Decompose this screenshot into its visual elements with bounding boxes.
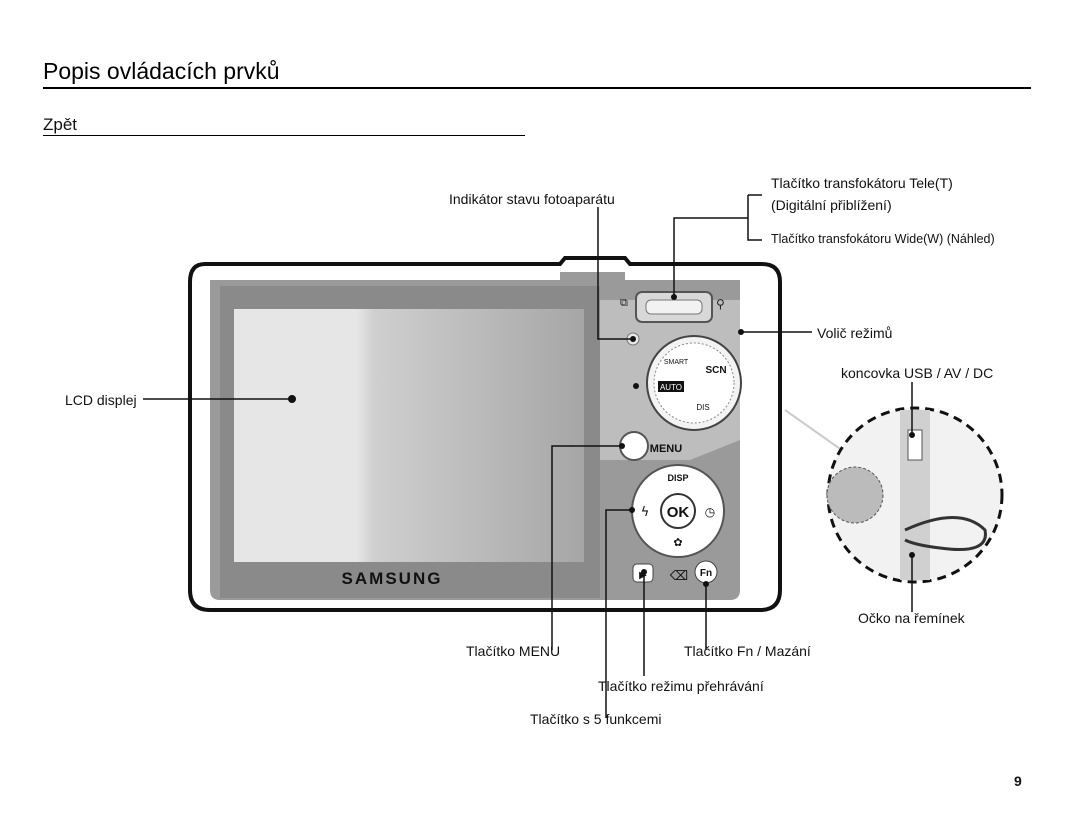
svg-text:OK: OK — [667, 504, 690, 521]
brand-logo: SAMSUNG — [342, 569, 443, 588]
label-five-function: Tlačítko s 5 funkcemi — [530, 711, 662, 727]
page-title: Popis ovládacích prvků — [43, 58, 280, 84]
label-zoom-tele: Tlačítko transfokátoru Tele(T) — [771, 175, 953, 191]
svg-text:▶: ▶ — [639, 570, 647, 581]
section-rule — [43, 135, 525, 136]
label-lcd: LCD displej — [65, 392, 137, 408]
svg-text:SCN: SCN — [705, 365, 726, 376]
page-number: 9 — [1014, 773, 1022, 789]
svg-text:Fn: Fn — [700, 568, 712, 579]
svg-text:DISP: DISP — [667, 473, 688, 483]
section-title: Zpět — [43, 115, 78, 134]
svg-text:⌫: ⌫ — [669, 569, 688, 584]
svg-text:ϟ: ϟ — [641, 505, 650, 520]
lcd-screen — [234, 309, 584, 562]
label-menu-button: Tlačítko MENU — [466, 643, 561, 659]
label-usb: koncovka USB / AV / DC — [841, 365, 994, 381]
label-indicator: Indikátor stavu fotoaparátu — [449, 191, 615, 207]
svg-text:⧉: ⧉ — [620, 296, 628, 309]
label-fn-button: Tlačítko Fn / Mazání — [684, 643, 811, 659]
title-rule — [43, 87, 1031, 89]
svg-text:✿: ✿ — [673, 536, 682, 549]
svg-text:SMART: SMART — [664, 359, 689, 366]
svg-text:◷: ◷ — [705, 505, 716, 519]
svg-text:MENU: MENU — [650, 443, 682, 455]
svg-text:⚲: ⚲ — [716, 297, 725, 311]
svg-text:DIS: DIS — [696, 403, 709, 412]
svg-text:AUTO: AUTO — [660, 383, 682, 392]
label-zoom-wide: Tlačítko transfokátoru Wide(W) (Náhled) — [771, 232, 995, 246]
label-strap: Očko na řemínek — [858, 610, 965, 626]
label-playback: Tlačítko režimu přehrávání — [598, 678, 764, 694]
label-mode-dial: Volič režimů — [817, 325, 893, 341]
label-zoom-digital: (Digitální přiblížení) — [771, 197, 892, 213]
